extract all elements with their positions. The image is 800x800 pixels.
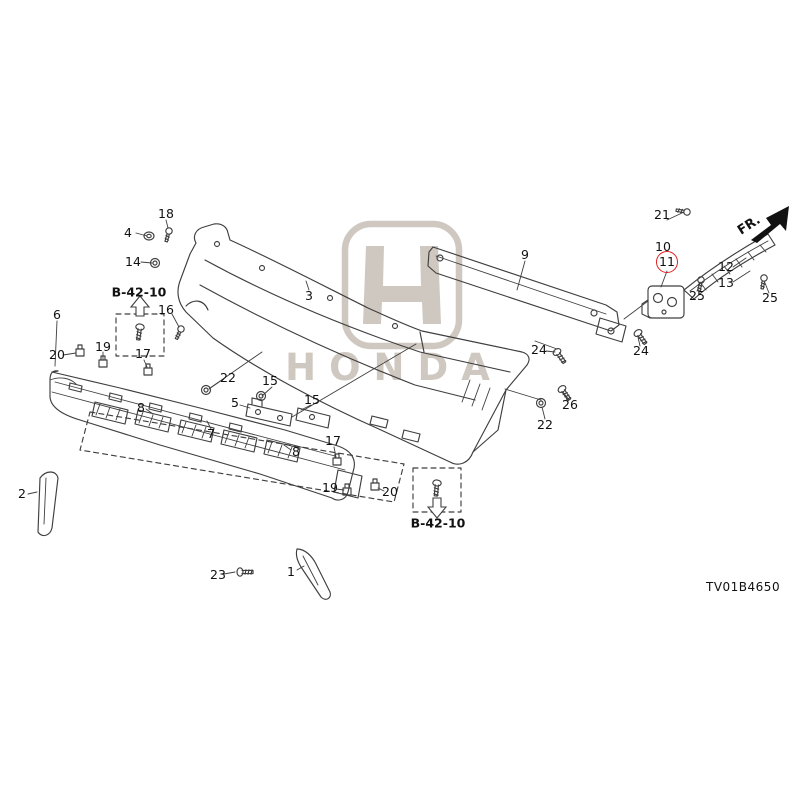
ref-arrow-down-icon: [426, 497, 448, 519]
fr-direction-arrow: FR.: [735, 206, 789, 243]
side-garnish-strip: [683, 233, 776, 300]
screw-21: [675, 206, 692, 217]
corner-strip-right: [295, 548, 331, 600]
bolt-b4210-upper: [133, 322, 146, 342]
bumper-beam: [427, 246, 627, 343]
bolt-24a: [551, 346, 569, 366]
honda-watermark-text: HONDA: [285, 346, 503, 389]
bolt-b4210-lower: [431, 479, 443, 497]
clip-17a: [143, 363, 153, 376]
bolt-26: [556, 383, 574, 403]
bolt-24b: [632, 327, 650, 347]
honda-watermark: HONDA: [285, 220, 503, 389]
dashed-reference-boxes: [79, 313, 462, 513]
reference-arrows: [129, 295, 448, 519]
bolt-23: [236, 567, 254, 577]
clip-20a: [75, 344, 85, 357]
lower-garnish-assembly: [49, 370, 363, 501]
mount-bracket: [641, 285, 685, 319]
corner-strip-left: [37, 471, 59, 537]
diagram-code: TV01B4650: [706, 580, 781, 594]
rear-bumper-face: [177, 223, 530, 465]
nut-22a: [200, 384, 212, 396]
bracket-15: [255, 390, 331, 429]
honda-h-logo: [341, 220, 463, 350]
mesh-grille: [91, 401, 301, 463]
fr-arrow-icon: [751, 206, 789, 243]
honda-h-glyph: [363, 246, 441, 324]
ref-arrow-up-icon: [129, 295, 151, 317]
leader-lines: [27, 212, 770, 575]
screw-18: [162, 226, 174, 244]
